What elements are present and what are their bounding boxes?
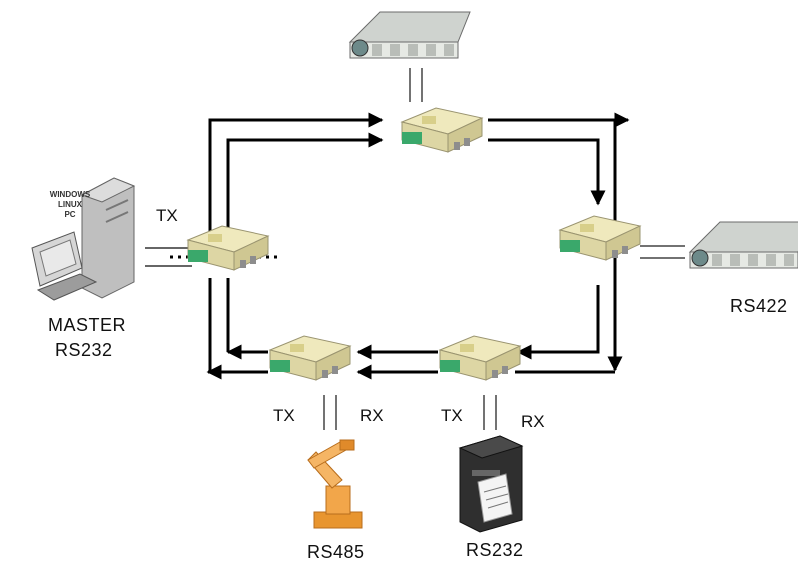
plc-right [689, 221, 798, 269]
rs422-label: RS422 [730, 296, 788, 316]
master-pc-illustration [31, 177, 136, 301]
pc-os-pc: PC [64, 210, 76, 219]
converter-printer [439, 335, 521, 381]
robot-illustration [307, 439, 363, 529]
converter-master [187, 225, 269, 271]
printer-illustration [458, 435, 524, 533]
bottom-links [206, 278, 438, 380]
converter-robot [269, 335, 351, 381]
robot-rx-label: RX [360, 406, 384, 425]
device-connectors [323, 68, 685, 430]
robot-tx-label: TX [273, 406, 295, 425]
master-tx-label: TX [156, 206, 178, 225]
converter-right [559, 215, 641, 261]
pc-os-linux: LINUX [58, 200, 82, 209]
pc-os-windows: WINDOWS [49, 190, 91, 199]
robot-protocol-label: RS485 [307, 542, 365, 562]
converter-top [401, 107, 483, 153]
printer-tx-label: TX [441, 406, 463, 425]
master-protocol-label: RS232 [55, 340, 113, 360]
right-links [515, 120, 623, 374]
plc-top [349, 11, 471, 59]
pc-os-label: WINDOWS LINUX PC [40, 190, 100, 220]
master-label: MASTER [48, 315, 127, 335]
top-links [208, 112, 630, 240]
printer-rx-label: RX [521, 412, 545, 431]
printer-protocol-label: RS232 [466, 540, 524, 560]
